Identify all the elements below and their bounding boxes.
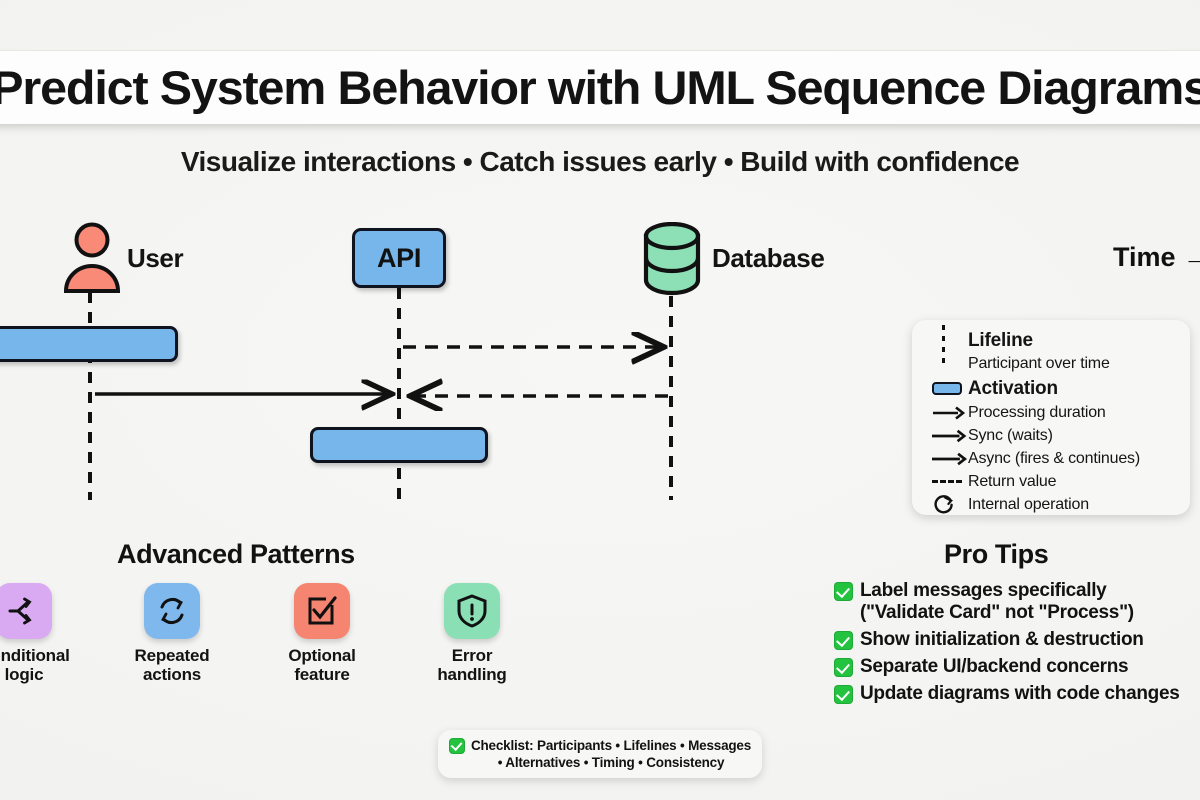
pro-tips-list: Label messages specifically ("Validate C…: [834, 580, 1200, 710]
pro-tip-text: Show initialization & destruction: [860, 629, 1144, 651]
legend-card: Lifeline Participant over time Activatio…: [912, 320, 1190, 515]
arrow-right-icon: [926, 405, 968, 421]
user-actor-icon: [62, 221, 122, 293]
arrow-right-long-icon: [926, 451, 968, 467]
pro-tip-text: Separate UI/backend concerns: [860, 656, 1129, 678]
circular-arrow-icon: [926, 493, 968, 517]
legend-sync-label: Sync (waits): [968, 426, 1053, 444]
checkbox-icon: [294, 583, 350, 639]
page-title: Predict System Behavior with UML Sequenc…: [0, 61, 1200, 114]
pattern-label-error-handling: Error handling: [437, 646, 507, 685]
pro-tips-heading: Pro Tips: [944, 539, 1049, 569]
legend-activation-title: Activation: [968, 377, 1058, 399]
activation-bar-user: [0, 326, 178, 362]
dashed-vertical-line-icon: [926, 312, 968, 369]
pro-tip-item: Label messages specifically ("Validate C…: [834, 580, 1200, 624]
pattern-card-conditional-logic[interactable]: Conditional logic: [0, 583, 78, 684]
time-axis-label: Time →: [1113, 242, 1200, 272]
branch-fork-icon: [0, 583, 52, 639]
advanced-patterns-row: Conditional logic Repeated actions Optio…: [0, 583, 540, 703]
pro-tip-item: Update diagrams with code changes: [834, 683, 1200, 705]
check-badge-icon: [834, 685, 853, 705]
participant-label-user: User: [127, 243, 184, 273]
activation-bar-icon: [926, 382, 968, 395]
check-badge-icon: [834, 582, 853, 601]
pattern-card-error-handling[interactable]: Error handling: [418, 583, 526, 684]
title-banner: Predict System Behavior with UML Sequenc…: [0, 50, 1200, 124]
pro-tip-item: Separate UI/backend concerns: [834, 656, 1200, 678]
legend-async-label: Async (fires & continues): [968, 449, 1140, 467]
pro-tip-text: Update diagrams with code changes: [860, 683, 1180, 705]
advanced-patterns-heading: Advanced Patterns: [117, 539, 355, 569]
database-cylinder-icon: [641, 221, 703, 296]
page-subtitle: Visualize interactions • Catch issues ea…: [180, 146, 1020, 177]
arrow-right-short-icon: [926, 428, 968, 444]
legend-return-label: Return value: [968, 472, 1057, 490]
dashed-arrow-icon: [926, 480, 968, 483]
check-badge-icon: [449, 738, 465, 754]
participant-label-database: Database: [712, 243, 825, 273]
legend-internal-label: Internal operation: [968, 496, 1089, 513]
pattern-card-optional-feature[interactable]: Optional feature: [268, 583, 376, 684]
pattern-label-repeated-actions: Repeated actions: [134, 646, 210, 685]
api-participant-box: API: [352, 228, 446, 288]
pro-tip-item: Show initialization & destruction: [834, 629, 1200, 651]
legend-activation-subtitle: Processing duration: [968, 403, 1106, 421]
legend-lifeline-title: Lifeline: [968, 329, 1033, 351]
check-badge-icon: [834, 631, 853, 651]
pattern-label-conditional-logic: Conditional logic: [0, 646, 70, 685]
legend-lifeline-subtitle: Participant over time: [968, 355, 1110, 372]
activation-bar-api: [310, 427, 488, 463]
check-badge-icon: [834, 658, 853, 678]
pattern-label-optional-feature: Optional feature: [288, 646, 356, 685]
pro-tip-text: Label messages specifically ("Validate C…: [860, 580, 1134, 624]
checklist-text: Checklist: Participants • Lifelines • Me…: [470, 738, 752, 771]
checklist-pill: Checklist: Participants • Lifelines • Me…: [438, 730, 762, 778]
participant-label-api: API: [376, 242, 422, 273]
shield-alert-icon: [444, 583, 500, 639]
refresh-loop-icon: [144, 583, 200, 639]
pattern-card-repeated-actions[interactable]: Repeated actions: [118, 583, 226, 684]
